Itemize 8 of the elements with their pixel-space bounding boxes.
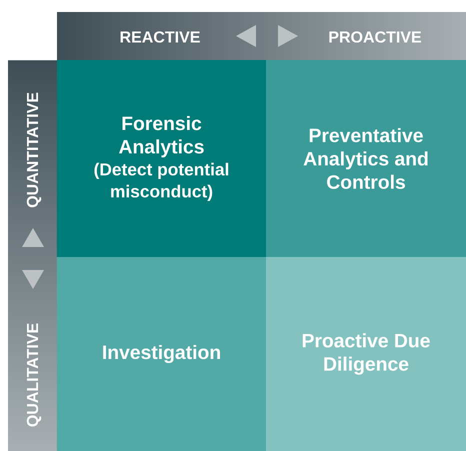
axis-label: QUALITATIVE xyxy=(26,323,42,426)
axis-label: QUANTITATIVE xyxy=(26,92,42,208)
quadrant-box: Proactive Due Diligence xyxy=(266,257,466,451)
axis-label: REACTIVE xyxy=(120,31,200,43)
axis-label: PROACTIVE xyxy=(329,31,422,43)
quadrant-box: Investigation xyxy=(56,257,266,451)
quadrant-box: Forensic Analytics (Detect potential misconduct) xyxy=(56,60,266,257)
quadrant-box: Preventative Analytics and Controls xyxy=(266,60,466,257)
